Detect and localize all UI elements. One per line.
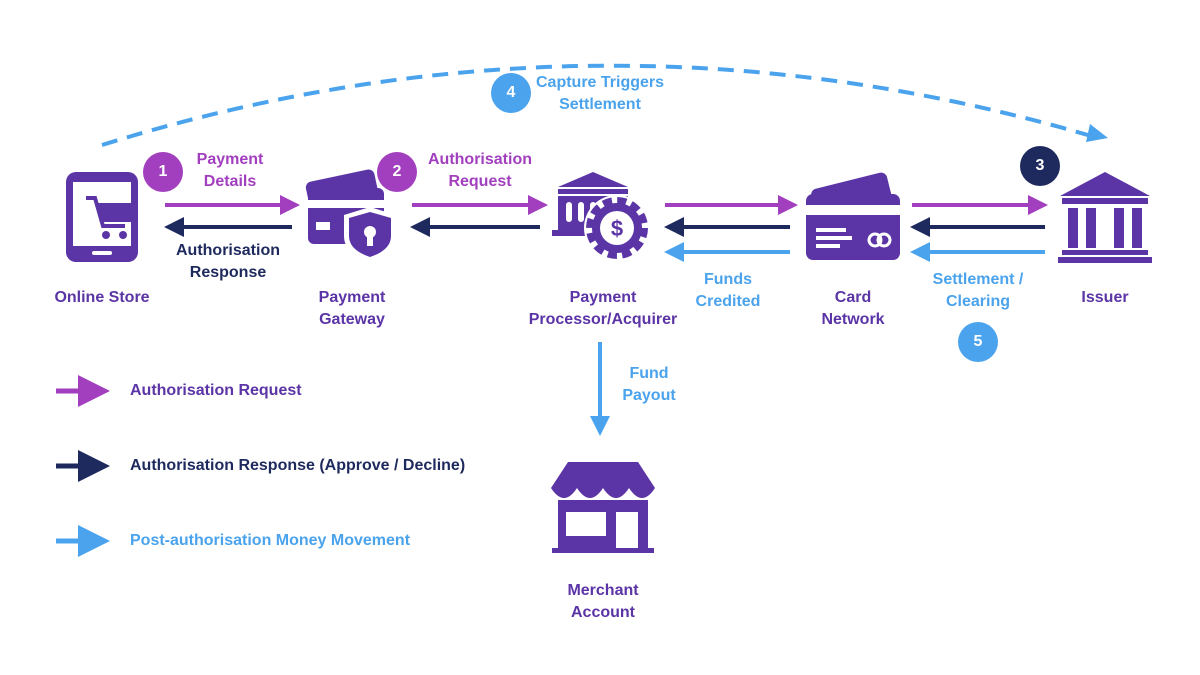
step-1-badge: 1 [143, 152, 183, 192]
svg-text:$: $ [611, 216, 623, 241]
payment-gateway-label-line1: Payment [318, 289, 386, 306]
capture-settlement-arc [101, 63, 1099, 147]
processor-label: Payment Processor/Acquirer [513, 287, 693, 331]
processor-label-line1: Payment [569, 289, 637, 306]
payment-gateway-label-line2: Gateway [319, 311, 385, 328]
bank-building-icon [1058, 172, 1152, 263]
legend-label-request: Authorisation Request [130, 382, 302, 399]
credit-card-icon [806, 172, 900, 260]
settlement-label-line2: Clearing [945, 293, 1010, 310]
legend-label-response: Authorisation Response (Approve / Declin… [130, 457, 466, 474]
issuer-label-line1: Issuer [1081, 289, 1129, 306]
bank-dollar-icon: $ [552, 172, 650, 261]
step-4-label-line2: Settlement [559, 96, 641, 113]
card-shield-icon [305, 169, 396, 262]
online-store-label: Online Store [40, 287, 164, 309]
payment-gateway-label: Payment Gateway [290, 287, 414, 331]
step-2-label-line2: Request [448, 173, 512, 190]
step-1-label-line2: Details [203, 173, 257, 190]
processor-label-line2: Processor/Acquirer [528, 311, 678, 328]
auth-response-label-line2: Response [189, 264, 267, 281]
fund-payout-label-line2: Payout [622, 387, 676, 404]
merchant-account-label-line2: Account [571, 604, 635, 621]
card-network-label-line2: Network [821, 311, 885, 328]
issuer-label: Issuer [1060, 287, 1150, 309]
card-network-label: Card Network [803, 287, 903, 331]
step-2-badge: 2 [377, 152, 417, 192]
step-2-label: Authorisation Request [418, 149, 542, 193]
card-network-label-line1: Card [834, 289, 872, 306]
settlement-label-line1: Settlement / [932, 271, 1024, 288]
step-4-label: Capture Triggers Settlement [528, 72, 672, 116]
legend-arrow-response [56, 450, 110, 482]
settlement-label: Settlement / Clearing [918, 269, 1038, 313]
legend-label-money: Post-authorisation Money Movement [130, 532, 411, 549]
step-2-label-line1: Authorisation [428, 151, 532, 168]
step-4-label-line1: Capture Triggers [535, 74, 665, 91]
auth-response-label: Authorisation Response [166, 240, 290, 284]
funds-credited-label: Funds Credited [686, 269, 770, 313]
step-1-label-line1: Payment [196, 151, 264, 168]
merchant-account-label-line1: Merchant [567, 582, 639, 599]
capture-arc-arrowhead [1086, 124, 1108, 142]
funds-credited-label-line1: Funds [704, 271, 752, 288]
step-4-badge: 4 [491, 73, 531, 113]
step-1-label: Payment Details [180, 149, 280, 193]
legend-arrow-request [56, 375, 110, 407]
online-store-label-line1: Online Store [54, 289, 150, 306]
funds-credited-label-line2: Credited [695, 293, 761, 310]
fund-payout-label: Fund Payout [614, 363, 684, 407]
auth-response-label-line1: Authorisation [176, 242, 280, 259]
fund-payout-label-line1: Fund [629, 365, 669, 382]
legend-arrow-money [56, 525, 110, 557]
step-3-badge: 3 [1020, 146, 1060, 186]
merchant-account-label: Merchant Account [543, 580, 663, 624]
storefront-icon [551, 462, 655, 553]
step-5-badge: 5 [958, 322, 998, 362]
phone-cart-icon [66, 172, 138, 262]
